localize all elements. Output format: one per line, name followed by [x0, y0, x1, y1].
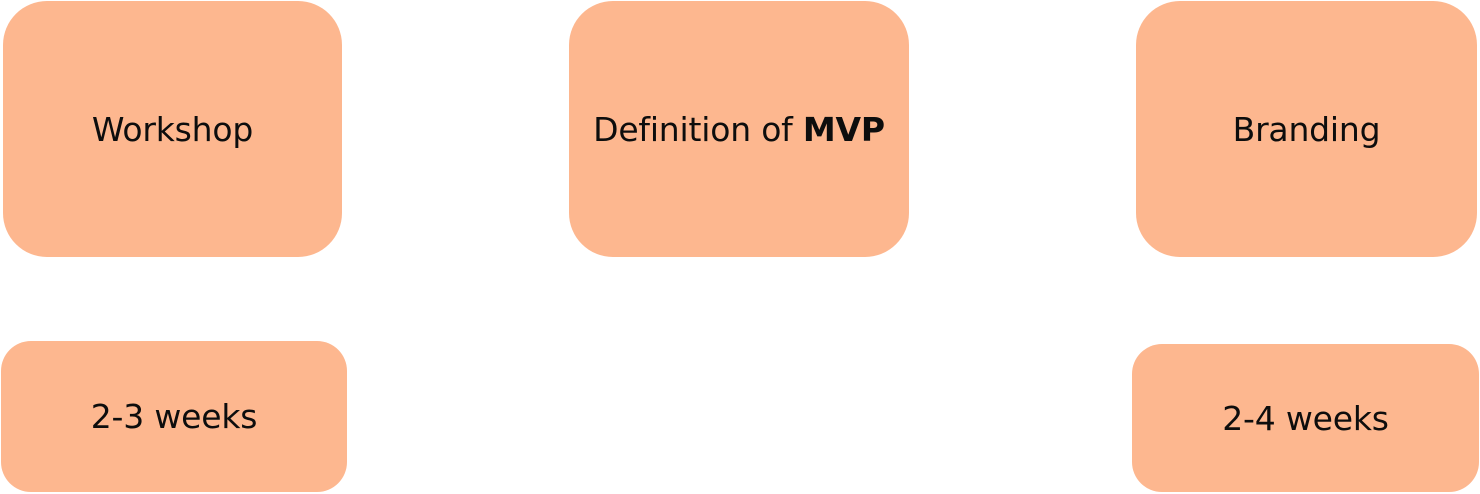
stage-branding-label: Branding — [1232, 109, 1381, 149]
stage-branding-box: Branding — [1136, 1, 1477, 257]
branding-duration-label: 2-4 weeks — [1222, 398, 1389, 438]
stage-workshop-label: Workshop — [91, 109, 254, 149]
branding-duration-box: 2-4 weeks — [1132, 344, 1479, 492]
stage-mvp-label: Definition of MVP — [593, 110, 885, 149]
stage-workshop-box: Workshop — [3, 1, 342, 257]
workshop-duration-box: 2-3 weeks — [1, 341, 347, 492]
stage-mvp-box: Definition of MVP — [569, 1, 909, 257]
stage-mvp-label-strong: MVP — [802, 109, 885, 149]
workshop-duration-label: 2-3 weeks — [90, 397, 258, 436]
stage-mvp-label-prefix: Definition of — [593, 109, 803, 149]
